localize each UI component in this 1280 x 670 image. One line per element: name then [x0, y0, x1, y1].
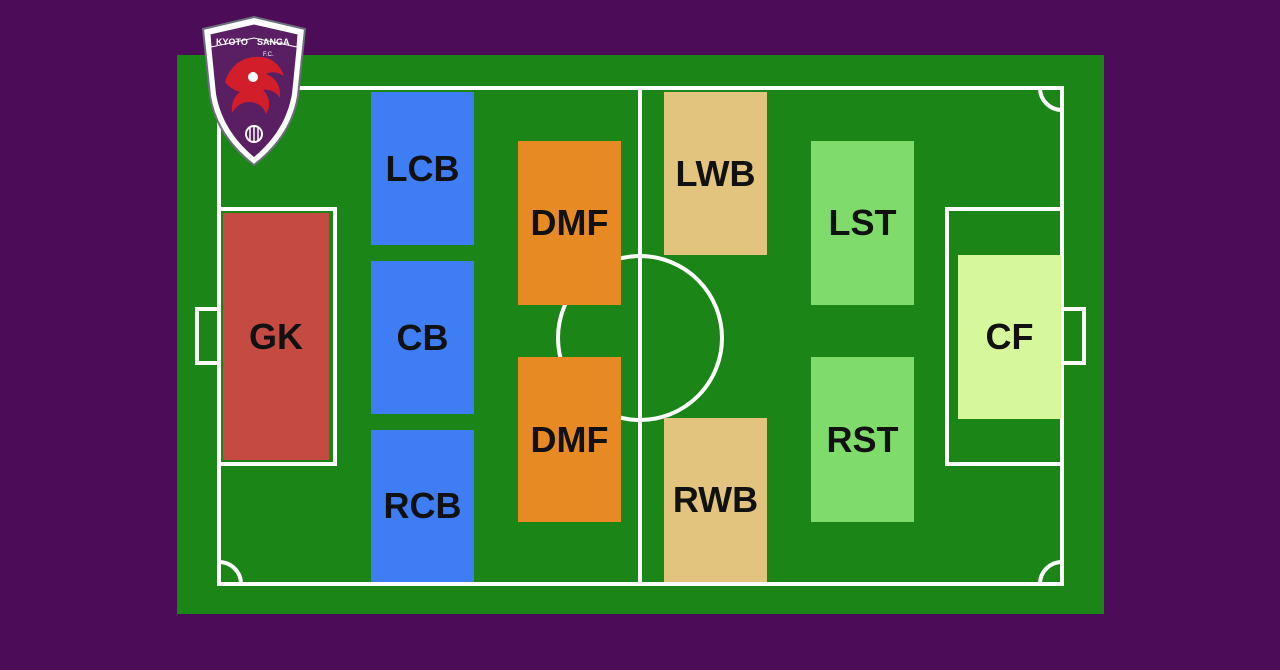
right-goal — [1060, 307, 1086, 365]
position-label-rst: RST — [826, 418, 899, 460]
kyoto-sanga-logo: KYOTO SANGA F.C. — [198, 14, 310, 168]
position-lwb: LWB — [664, 92, 767, 255]
crest-text-left: KYOTO — [216, 37, 248, 47]
position-label-lcb: LCB — [385, 147, 460, 189]
left-goal — [195, 307, 221, 365]
position-label-cb: CB — [396, 316, 449, 358]
position-lcb: LCB — [371, 92, 474, 245]
position-rcb: RCB — [371, 430, 474, 582]
crest-top-band — [209, 23, 299, 48]
position-label-lst: LST — [828, 202, 897, 243]
phoenix-emblem-icon — [225, 56, 284, 114]
phoenix-eye — [248, 72, 258, 82]
position-rwb: RWB — [664, 418, 767, 582]
position-label-rcb: RCB — [383, 485, 462, 526]
position-label-dmf-top: DMF — [530, 202, 609, 243]
position-rst: RST — [811, 357, 914, 522]
position-label-cf: CF — [985, 316, 1034, 357]
crest-ball-pattern — [249, 126, 259, 142]
position-label-rwb: RWB — [672, 479, 759, 520]
position-lst: LST — [811, 141, 914, 305]
corner-arc-top-right — [1038, 87, 1063, 112]
position-gk: GK — [223, 213, 329, 460]
position-label-gk: GK — [249, 315, 303, 357]
crest-text-right: SANGA — [257, 37, 290, 47]
position-label-lwb: LWB — [675, 152, 756, 194]
position-cf: CF — [958, 255, 1061, 419]
position-dmf-bottom: DMF — [518, 357, 621, 522]
corner-arc-bottom-right — [1038, 560, 1063, 585]
position-label-dmf-bottom: DMF — [530, 418, 609, 460]
corner-arc-bottom-left — [218, 560, 243, 585]
kyoto-sanga-crest-icon: KYOTO SANGA F.C. — [201, 15, 307, 167]
position-cb: CB — [371, 261, 474, 414]
position-dmf-top: DMF — [518, 141, 621, 305]
center-circle — [556, 254, 724, 422]
crest-text-small: F.C. — [263, 52, 274, 58]
